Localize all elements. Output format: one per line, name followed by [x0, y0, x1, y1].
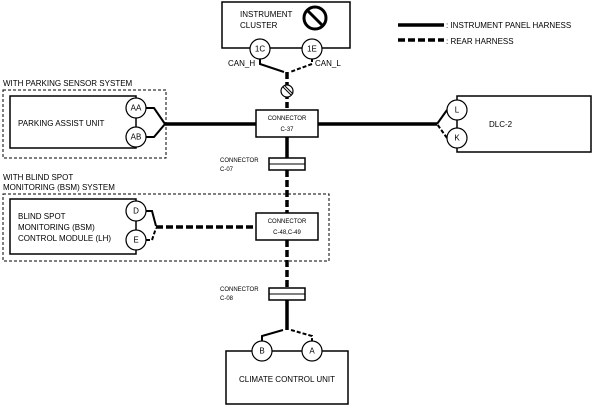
pin-a-label: A [309, 347, 315, 356]
pin-d-label: D [133, 207, 139, 216]
instrument-cluster-box [221, 1, 351, 49]
connector-c07: CONNECTOR C-07 [220, 157, 306, 173]
connector-c07-line2: C-07 [220, 167, 234, 173]
pin-k-label: K [454, 134, 460, 143]
bsm-module-line1: BLIND SPOT [18, 212, 66, 221]
wire-l [436, 109, 448, 125]
wire-aa [146, 107, 166, 125]
pin-e [125, 229, 147, 251]
twisted-pair-icon [280, 84, 294, 98]
connector-c08-line2: C-08 [220, 296, 234, 302]
connector-c48-line2: C-48,C-49 [273, 230, 301, 236]
bsm-module-box [9, 198, 137, 255]
pin-l [446, 99, 468, 121]
climate-control-unit: CLIMATE CONTROL UNIT B A [225, 340, 349, 405]
pin-d [125, 200, 147, 222]
connector-c37-line2: C-37 [280, 127, 294, 133]
bsm-group: WITH BLIND SPOT MONITORING (BSM) SYSTEM … [2, 173, 330, 262]
pin-ab [125, 126, 147, 148]
connector-c48-box [255, 212, 319, 241]
connector-c07-line1: CONNECTOR [220, 158, 259, 164]
parking-group-frame [2, 89, 167, 159]
parking-group: WITH PARKING SENSOR SYSTEM PARKING ASSIS… [2, 79, 167, 159]
pin-l-label: L [455, 106, 460, 115]
pin-1c-label: 1C [255, 45, 265, 54]
connector-c48-c49: CONNECTOR C-48,C-49 [255, 212, 319, 241]
instrument-cluster-line1: INSTRUMENT [240, 10, 293, 19]
legend-dashed-label: : REAR HARNESS [446, 37, 514, 46]
parking-assist-unit-label: PARKING ASSIST UNIT [18, 119, 105, 128]
parking-group-title: WITH PARKING SENSOR SYSTEM [3, 79, 133, 88]
bsm-group-title-line2: MONITORING (BSM) SYSTEM [3, 183, 115, 192]
pin-1e [301, 38, 323, 60]
wire-climate-b [261, 329, 284, 342]
connector-c48-line1: CONNECTOR [268, 219, 307, 225]
bsm-module-line3: CONTROL MODULE (LH) [18, 234, 111, 243]
dlc-2-label: DLC-2 [489, 120, 513, 129]
pin-1c [249, 38, 271, 60]
connector-c37-box [255, 109, 319, 138]
bsm-group-title-line1: WITH BLIND SPOT [3, 173, 73, 182]
pin-k [446, 127, 468, 149]
pin-aa [125, 97, 147, 119]
wire-climate-a [290, 329, 313, 342]
parking-assist-unit-box [9, 95, 137, 149]
wire-can-l-cluster [289, 58, 313, 73]
bsm-module-line2: MONITORING (BSM) [18, 223, 95, 232]
legend-solid-label: : INSTRUMENT PANEL HARNESS [446, 21, 571, 30]
pin-1e-label: 1E [307, 45, 317, 54]
connector-c37-line1: CONNECTOR [268, 116, 307, 122]
pin-e-label: E [133, 236, 138, 245]
wire-can-h-cluster [259, 58, 285, 73]
connector-c08-line1: CONNECTOR [220, 287, 259, 293]
connector-c08: CONNECTOR C-08 [220, 287, 306, 302]
dlc-2: DLC-2 L K [446, 95, 592, 153]
legend: : INSTRUMENT PANEL HARNESS : REAR HARNES… [398, 21, 571, 46]
pin-b-label: B [259, 347, 264, 356]
can-l-label: CAN_L [315, 59, 341, 68]
pin-b [251, 340, 273, 362]
climate-control-unit-label: CLIMATE CONTROL UNIT [239, 375, 335, 384]
wire-d [146, 210, 157, 227]
pin-aa-label: AA [131, 104, 142, 113]
bsm-group-frame [2, 193, 330, 262]
pin-a [301, 340, 323, 362]
can-h-label: CAN_H [228, 59, 255, 68]
dlc-2-box [456, 95, 592, 153]
wire-k [436, 123, 448, 139]
wire-ab [146, 123, 166, 138]
wire-e [146, 227, 157, 241]
prohibited-icon [302, 5, 328, 31]
climate-control-unit-box [225, 350, 349, 405]
connector-c37: CONNECTOR C-37 [255, 109, 319, 138]
pin-ab-label: AB [131, 133, 142, 142]
instrument-cluster-line2: CLUSTER [240, 21, 278, 30]
instrument-cluster: INSTRUMENT CLUSTER 1C 1E CAN_H CAN_L [221, 1, 351, 68]
